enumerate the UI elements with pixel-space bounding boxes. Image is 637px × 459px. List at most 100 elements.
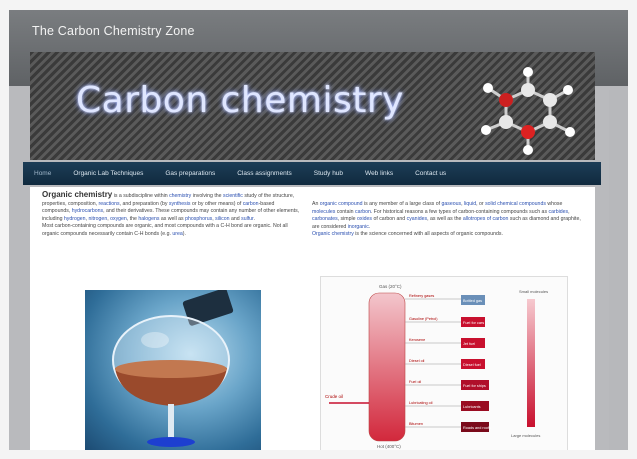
diagram-top-label: Gas (20°C): [379, 284, 402, 289]
link-allotropes[interactable]: allotropes of carbon: [462, 216, 509, 223]
wine-glass-photo: [85, 290, 261, 450]
text: is a subdiscipline within: [112, 193, 170, 199]
link-liquid[interactable]: liquid: [464, 201, 477, 207]
nav-contact-us[interactable]: Contact us: [415, 170, 447, 177]
fraction-label: Gasoline (Petrol): [409, 317, 438, 321]
text: or by other means) of: [190, 200, 243, 207]
wine-glass-illustration: [112, 290, 234, 447]
text: .: [253, 215, 255, 222]
link-chemistry[interactable]: chemistry: [169, 193, 192, 199]
link-synthesis[interactable]: synthesis: [168, 200, 191, 207]
link-gaseous[interactable]: gaseous: [441, 201, 462, 207]
nav-web-links[interactable]: Web links: [365, 170, 394, 177]
text: of carbon and: [372, 216, 407, 223]
text: An: [312, 201, 320, 207]
page-side-gutter: [609, 90, 628, 450]
link-phosphorus[interactable]: phosphorus: [185, 215, 213, 222]
lead-term: Organic chemistry: [42, 190, 113, 199]
nav-gas-preparations[interactable]: Gas preparations: [165, 170, 216, 177]
text: ,: [107, 215, 111, 222]
use-tag: Fuel for cars: [463, 321, 484, 325]
fraction-label: Fuel oil: [409, 380, 421, 384]
link-organic-chemistry[interactable]: Organic chemistry: [312, 231, 354, 238]
link-oxygen[interactable]: oxygen: [110, 215, 127, 222]
link-cyanides[interactable]: cyanides: [406, 216, 428, 223]
molecule-size-scale: [527, 299, 535, 427]
site-title[interactable]: The Carbon Chemistry Zone: [32, 24, 195, 38]
text: , and preparation (by: [119, 200, 169, 207]
link-nitrogen[interactable]: nitrogen: [88, 215, 108, 222]
link-chemical-compounds[interactable]: chemical compounds: [497, 201, 546, 207]
link-inorganic[interactable]: inorganic: [347, 223, 369, 230]
text: , simple: [337, 216, 357, 223]
nav-study-hub[interactable]: Study hub: [313, 170, 344, 177]
diagram-bottom-label: Hot (400°C): [377, 444, 401, 449]
use-tag: Diesel fuel: [463, 363, 481, 367]
link-molecules[interactable]: molecules: [312, 208, 336, 215]
fractionating-column: [368, 292, 406, 442]
fraction-label: Refinery gases: [409, 294, 434, 298]
link-organic-compound[interactable]: organic compound: [319, 201, 363, 207]
text: ,: [212, 215, 216, 222]
link-hydrocarbons[interactable]: hydrocarbons: [71, 208, 104, 215]
link-hydrogen[interactable]: hydrogen: [63, 215, 86, 222]
link-sulfur[interactable]: sulfur: [241, 215, 254, 222]
fraction-label: Kerosene: [409, 338, 425, 342]
text: as well as: [159, 215, 186, 222]
fractional-distillation-diagram: Gas (20°C) Hot (400°C) Crude oil Refiner…: [320, 276, 568, 450]
molecule-icon: [481, 67, 575, 155]
scale-bottom-label: Large molecules: [511, 433, 540, 438]
intro-text-right: An organic compound is any member of a l…: [312, 201, 582, 239]
text: contain: [335, 208, 355, 215]
text: ,: [85, 215, 89, 222]
text: such as diamond and graphite, are consid…: [312, 216, 581, 230]
intro-text-left: Organic chemistry is a subdiscipline wit…: [42, 191, 304, 239]
text: Most carbon-containing compounds are org…: [42, 223, 288, 237]
text: and: [229, 215, 242, 222]
link-carbon-right[interactable]: carbon: [354, 208, 371, 215]
text: , the: [126, 215, 139, 222]
main-nav: Home Organic Lab Techniques Gas preparat…: [23, 162, 601, 185]
text: . For historical reasons a few types of …: [370, 208, 549, 215]
text: -based compounds,: [42, 200, 275, 215]
fraction-label: Lubricating oil: [409, 401, 433, 405]
link-oxides[interactable]: oxides: [357, 216, 372, 223]
link-scientific[interactable]: scientific: [223, 193, 243, 199]
link-solid[interactable]: solid: [485, 201, 496, 207]
text: is the science concerned with all aspect…: [353, 231, 503, 238]
link-halogens[interactable]: halogens: [138, 215, 160, 222]
text: is any member of a large class of: [362, 201, 442, 207]
text: ,: [568, 208, 570, 215]
text: involving the: [191, 193, 223, 199]
use-tag: Jet fuel: [463, 342, 475, 346]
link-reactions[interactable]: reactions: [98, 200, 120, 207]
distillation-svg: Gas (20°C) Hot (400°C) Crude oil Refiner…: [325, 284, 548, 449]
text: .: [368, 223, 371, 230]
text: , as well as the: [427, 216, 463, 223]
text: , or: [476, 201, 486, 207]
link-carbonates[interactable]: carbonates: [312, 216, 338, 223]
text: ,: [461, 201, 464, 207]
nav-home[interactable]: Home: [34, 170, 52, 177]
link-urea[interactable]: urea: [172, 230, 183, 237]
link-carbides[interactable]: carbides: [548, 208, 569, 215]
text: ).: [182, 230, 186, 237]
use-tag: Bottled gas: [463, 299, 482, 303]
feed-label: Crude oil: [325, 394, 343, 399]
text: , and their derivatives. These compounds…: [42, 208, 300, 222]
link-carbon[interactable]: carbon: [242, 200, 259, 207]
fraction-label: Bitumen: [409, 422, 423, 426]
scale-top-label: Small molecules: [519, 289, 548, 294]
main-content: Organic chemistry is a subdiscipline wit…: [30, 187, 595, 450]
use-tag: Lubricants: [463, 405, 481, 409]
text: whose: [545, 201, 563, 207]
nav-class-assignments[interactable]: Class assignments: [237, 170, 292, 177]
text: study of the structure, properties, comp…: [42, 193, 295, 207]
link-silicon[interactable]: silicon: [215, 215, 230, 222]
nav-organic-lab-techniques[interactable]: Organic Lab Techniques: [73, 170, 144, 177]
use-tag: Roads and roofs: [463, 426, 491, 430]
fraction-label: Diesel oil: [409, 359, 425, 363]
banner-title: Carbon chemistry: [76, 80, 404, 121]
use-tag: Fuel for ships: [463, 384, 486, 388]
banner: Carbon chemistry: [30, 52, 595, 160]
